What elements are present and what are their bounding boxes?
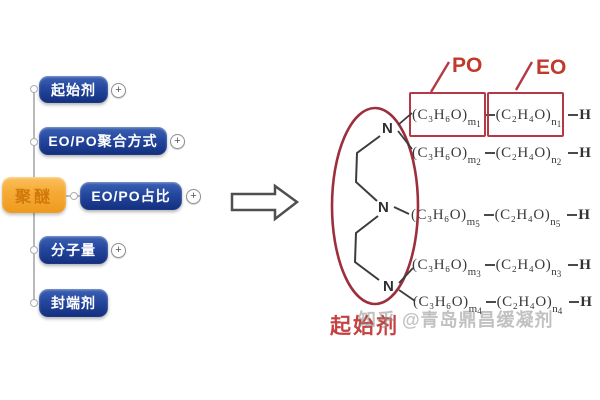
eo-highlight-box bbox=[487, 92, 564, 137]
bond-line bbox=[567, 214, 578, 216]
eo-subscript: n4 bbox=[552, 303, 563, 316]
eo-subscript: n2 bbox=[551, 154, 562, 167]
nitrogen-atom-top: N bbox=[382, 120, 393, 137]
ethylene-bridge-bottom bbox=[353, 215, 380, 281]
connector-dot bbox=[30, 138, 38, 146]
node-end-capping-agent-label: 封端剂 bbox=[51, 295, 96, 311]
eo-unit-formula: (C₂H₄O) bbox=[494, 206, 551, 223]
bond-line bbox=[569, 301, 580, 303]
po-unit-formula: (C₃H₆O) bbox=[412, 106, 468, 123]
watermark-text: 知乎 @青岛鼎昌缓凝剂 bbox=[358, 310, 554, 330]
node-eo-po-polymerization-mode-label: EO/PO聚合方式 bbox=[48, 133, 158, 149]
bond-line bbox=[484, 114, 495, 116]
bond-line bbox=[568, 264, 579, 266]
chain-row-2: (C₃H₆O)m2 (C₂H₄O)n2 H bbox=[412, 141, 591, 168]
terminal-hydrogen: H bbox=[580, 293, 592, 310]
node-eo-po-ratio: EO/PO占比 bbox=[80, 182, 182, 210]
po-label: PO bbox=[452, 54, 483, 77]
node-eo-po-polymerization-mode: EO/PO聚合方式 bbox=[39, 127, 167, 155]
connector-dot bbox=[30, 85, 38, 93]
po-unit-formula: (C₃H₆O) bbox=[411, 206, 467, 223]
eo-label: EO bbox=[536, 56, 567, 79]
po-unit-formula: (C₃H₆O) bbox=[412, 256, 468, 273]
node-end-capping-agent: 封端剂 bbox=[39, 289, 108, 317]
terminal-hydrogen: H bbox=[579, 144, 591, 161]
connector-dot bbox=[70, 192, 78, 200]
plus-icon[interactable]: + bbox=[111, 243, 126, 258]
node-molecular-weight: 分子量 bbox=[39, 236, 108, 264]
chain-row-3: (C₃H₆O)m5 (C₂H₄O)n5 H bbox=[411, 203, 590, 230]
po-subscript: m4 bbox=[468, 303, 482, 316]
eo-unit-formula: (C₂H₄O) bbox=[495, 144, 552, 161]
node-polyether-label: 聚醚 bbox=[14, 189, 53, 206]
n-bond-line bbox=[393, 206, 410, 215]
plus-icon[interactable]: + bbox=[111, 83, 126, 98]
eo-unit-formula: (C₂H₄O) bbox=[496, 293, 553, 310]
initiator-label: 起始剂 bbox=[330, 315, 399, 338]
eo-subscript: n1 bbox=[551, 116, 562, 129]
po-pointer-slash bbox=[429, 61, 451, 93]
plus-icon[interactable]: + bbox=[170, 134, 185, 149]
chain-row-5: (C₃H₆O)m4 (C₂H₄O)n4 H bbox=[413, 290, 592, 317]
connector-dot bbox=[30, 246, 38, 254]
bond-line bbox=[485, 301, 496, 303]
bond-line bbox=[568, 114, 579, 116]
terminal-hydrogen: H bbox=[579, 106, 591, 123]
initiator-highlight-ellipse bbox=[330, 106, 420, 306]
plus-icon[interactable]: + bbox=[186, 189, 201, 204]
nitrogen-atom-bottom: N bbox=[383, 278, 394, 295]
po-subscript: m3 bbox=[467, 266, 481, 279]
terminal-hydrogen: H bbox=[578, 206, 590, 223]
eo-subscript: n3 bbox=[551, 266, 562, 279]
po-unit-formula: (C₃H₆O) bbox=[413, 293, 469, 310]
bond-line bbox=[568, 152, 579, 154]
chain-row-4: (C₃H₆O)m3 (C₂H₄O)n3 H bbox=[412, 253, 591, 280]
eo-pointer-slash bbox=[514, 61, 534, 91]
chain-row-1: (C₃H₆O)m1 (C₂H₄O)n1 H bbox=[412, 103, 591, 130]
terminal-hydrogen: H bbox=[579, 256, 591, 273]
n-bond-line bbox=[398, 267, 414, 284]
nitrogen-atom-middle: N bbox=[378, 199, 389, 216]
node-polyether: 聚醚 bbox=[2, 177, 66, 213]
eo-subscript: n5 bbox=[550, 216, 561, 229]
po-subscript: m2 bbox=[467, 154, 481, 167]
po-subscript: m1 bbox=[467, 116, 481, 129]
po-unit-formula: (C₃H₆O) bbox=[412, 144, 468, 161]
node-initiator-label: 起始剂 bbox=[51, 81, 96, 98]
node-molecular-weight-label: 分子量 bbox=[51, 242, 96, 258]
bond-line bbox=[484, 152, 495, 154]
eo-unit-formula: (C₂H₄O) bbox=[495, 106, 552, 123]
bond-line bbox=[483, 214, 494, 216]
bond-line bbox=[484, 264, 495, 266]
ethylene-bridge-top bbox=[354, 135, 381, 202]
node-initiator: 起始剂 bbox=[39, 76, 108, 103]
eo-unit-formula: (C₂H₄O) bbox=[495, 256, 552, 273]
node-eo-po-ratio-label: EO/PO占比 bbox=[91, 188, 171, 204]
connector-dot bbox=[30, 299, 38, 307]
po-highlight-box bbox=[409, 92, 486, 137]
po-subscript: m5 bbox=[466, 216, 480, 229]
